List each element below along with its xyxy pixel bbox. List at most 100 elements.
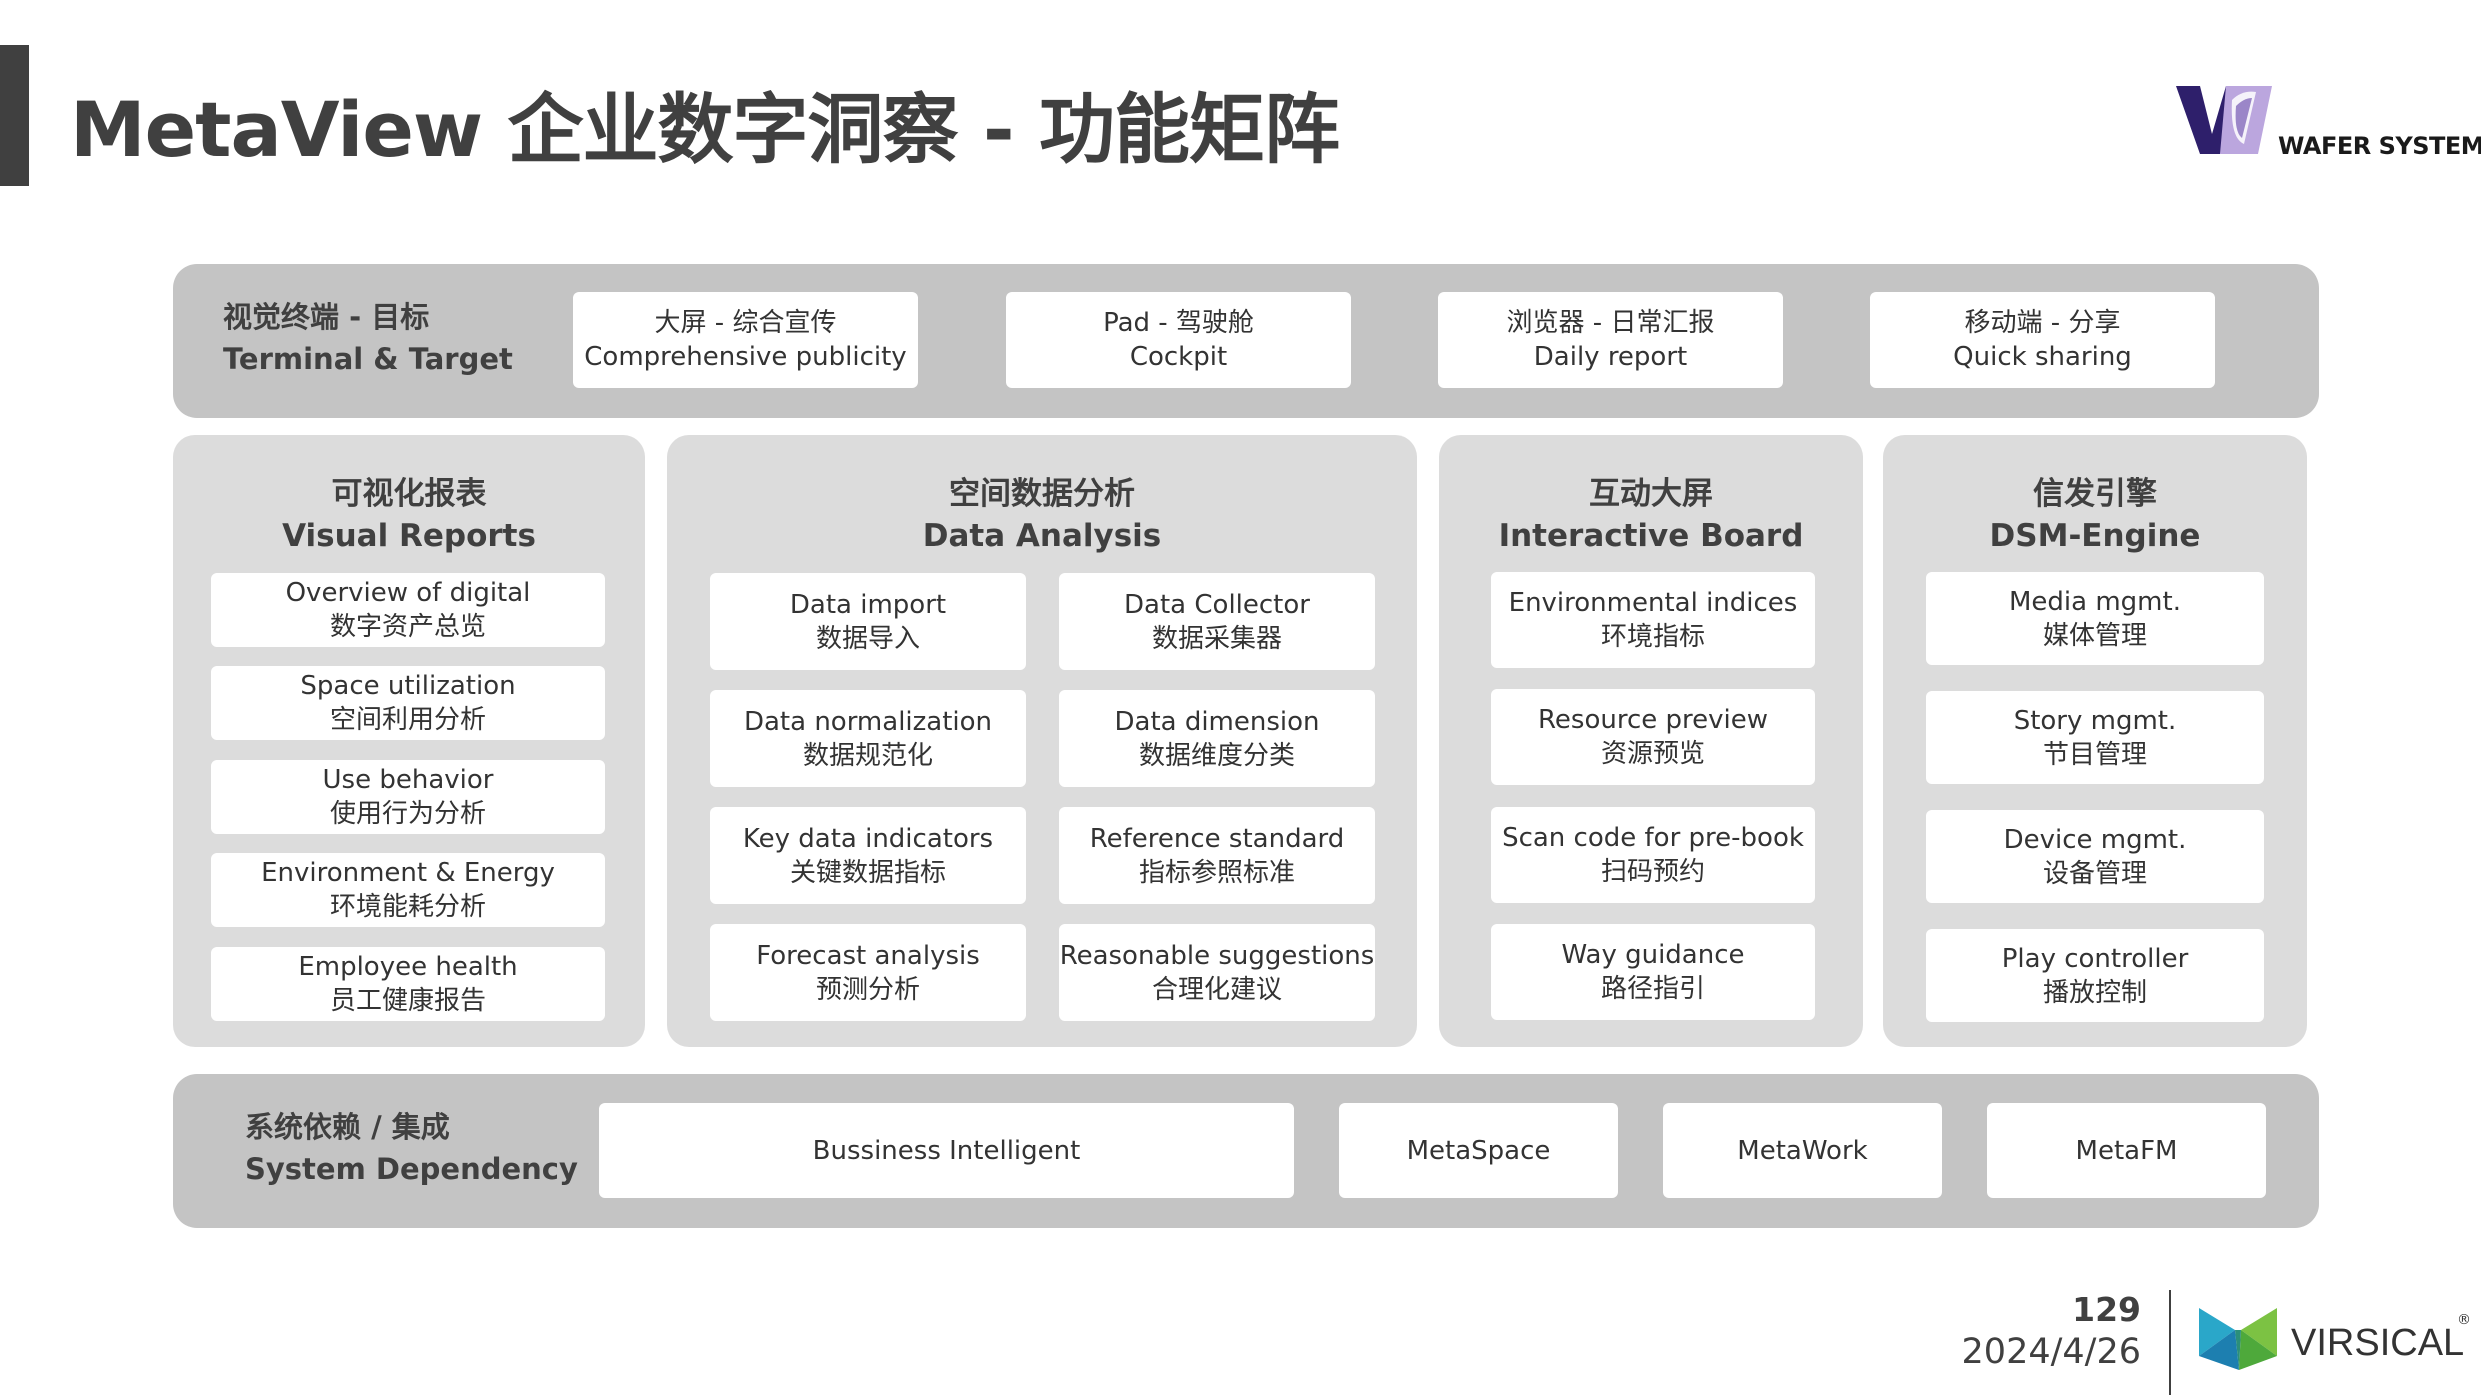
data-analysis-title: 空间数据分析 Data Analysis [667, 473, 1417, 557]
analysis-item-cn: 合理化建议 [1151, 974, 1282, 1005]
dsm-item: Device mgmt. 设备管理 [1926, 810, 2264, 903]
report-item-en: Overview of digital [285, 578, 531, 608]
board-item-en: Way guidance [1561, 940, 1745, 970]
terminal-item-en: Cockpit [1129, 342, 1228, 372]
terminal-item-cn: 浏览器 - 日常汇报 [1506, 308, 1715, 338]
terminal-label: 视觉终端 - 目标 Terminal & Target [223, 296, 513, 380]
report-item-en: Space utilization [300, 671, 516, 701]
report-item-en: Environment & Energy [261, 858, 555, 888]
dsm-item-cn: 设备管理 [2042, 858, 2147, 889]
visual-reports-title: 可视化报表 Visual Reports [173, 473, 645, 557]
board-item-cn: 扫码预约 [1600, 857, 1705, 887]
analysis-item-cn: 关键数据指标 [789, 857, 946, 888]
wafer-systems-logo: WAFER SYSTEMS [2172, 80, 2481, 170]
analysis-item: Data import 数据导入 [710, 573, 1026, 670]
analysis-item-en: Data normalization [743, 706, 993, 737]
analysis-item-en: Reference standard [1089, 823, 1345, 854]
dependency-item: MetaSpace [1339, 1103, 1618, 1198]
analysis-item-cn: 数据维度分类 [1138, 740, 1295, 771]
terminal-item-cn: 移动端 - 分享 [1964, 308, 2121, 338]
report-item-cn: 员工健康报告 [329, 986, 486, 1016]
report-item: Environment & Energy 环境能耗分析 [211, 853, 605, 927]
analysis-item-en: Data import [789, 589, 947, 620]
analysis-item-en: Key data indicators [742, 823, 994, 854]
report-item-cn: 环境能耗分析 [329, 892, 486, 922]
dependency-item-label: MetaWork [1737, 1135, 1868, 1166]
dependency-label-en: System Dependency [245, 1152, 578, 1186]
panel-title-cn: 信发引擎 [2033, 476, 2157, 512]
analysis-item: Data dimension 数据维度分类 [1059, 690, 1375, 787]
terminal-item-en: Daily report [1533, 342, 1688, 372]
analysis-item-cn: 预测分析 [815, 974, 920, 1005]
page-number: 129 [2072, 1290, 2141, 1329]
board-item: Scan code for pre-book 扫码预约 [1491, 807, 1815, 903]
board-item-en: Resource preview [1538, 705, 1768, 735]
dependency-item: MetaWork [1663, 1103, 1942, 1198]
report-item-en: Employee health [298, 952, 518, 982]
dsm-item: Play controller 播放控制 [1926, 929, 2264, 1022]
footer-date: 2024/4/26 [1961, 1332, 2141, 1372]
footer-divider [2169, 1290, 2171, 1395]
virsical-logo-text: VIRSICAL [2291, 1322, 2465, 1364]
analysis-item: Reasonable suggestions 合理化建议 [1059, 924, 1375, 1021]
analysis-item: Key data indicators 关键数据指标 [710, 807, 1026, 904]
dsm-item-en: Media mgmt. [2009, 586, 2181, 617]
virsical-logo: VIRSICAL ® [2195, 1300, 2475, 1380]
analysis-item: Forecast analysis 预测分析 [710, 924, 1026, 1021]
dsm-engine-panel: 信发引擎 DSM-Engine Media mgmt. 媒体管理 Story m… [1883, 435, 2307, 1047]
analysis-item-en: Reasonable suggestions [1059, 940, 1375, 971]
analysis-item: Data normalization 数据规范化 [710, 690, 1026, 787]
virsical-mark-icon [2199, 1308, 2277, 1370]
board-item-cn: 环境指标 [1600, 622, 1705, 652]
terminal-item-cn: 大屏 - 综合宣传 [654, 308, 837, 338]
dsm-item-en: Device mgmt. [2003, 824, 2187, 855]
terminal-item-cn: Pad - 驾驶舱 [1103, 308, 1254, 338]
analysis-item: Reference standard 指标参照标准 [1059, 807, 1375, 904]
panel-title-cn: 可视化报表 [331, 476, 487, 512]
panel-title-en: Visual Reports [282, 518, 536, 554]
panel-title-en: Data Analysis [922, 518, 1162, 554]
analysis-item-en: Forecast analysis [756, 940, 980, 971]
terminal-label-en: Terminal & Target [223, 342, 513, 376]
dependency-item: MetaFM [1987, 1103, 2266, 1198]
interactive-board-panel: 互动大屏 Interactive Board Environmental ind… [1439, 435, 1863, 1047]
dependency-item-label: MetaFM [2075, 1135, 2178, 1166]
dependency-item: Bussiness Intelligent [599, 1103, 1294, 1198]
title-accent-bar [0, 45, 29, 186]
panel-title-cn: 空间数据分析 [949, 476, 1135, 512]
wafer-mark-icon [2176, 86, 2272, 154]
registered-mark: ® [2457, 1312, 2471, 1328]
terminal-band: 视觉终端 - 目标 Terminal & Target 大屏 - 综合宣传 Co… [173, 264, 2319, 418]
panel-title-cn: 互动大屏 [1589, 476, 1713, 512]
dependency-label-cn: 系统依赖 / 集成 [245, 1110, 450, 1144]
wafer-logo-text: WAFER SYSTEMS [2278, 132, 2481, 160]
board-item: Environmental indices 环境指标 [1491, 572, 1815, 668]
report-item: Use behavior 使用行为分析 [211, 760, 605, 834]
report-item: Overview of digital 数字资产总览 [211, 573, 605, 647]
terminal-item-en: Quick sharing [1953, 342, 2132, 372]
analysis-item-en: Data Collector [1124, 589, 1310, 620]
analysis-item-cn: 数据导入 [815, 623, 920, 654]
report-item: Employee health 员工健康报告 [211, 947, 605, 1021]
terminal-label-cn: 视觉终端 - 目标 [223, 300, 430, 334]
report-item: Space utilization 空间利用分析 [211, 666, 605, 740]
board-item-cn: 路径指引 [1600, 974, 1705, 1004]
report-item-cn: 空间利用分析 [329, 705, 486, 735]
dsm-engine-title: 信发引擎 DSM-Engine [1883, 473, 2307, 557]
page-title: MetaView 企业数字洞察 - 功能矩阵 [70, 85, 1340, 174]
board-item-en: Scan code for pre-book [1502, 823, 1804, 853]
dsm-item-en: Play controller [2001, 943, 2189, 974]
dsm-item: Media mgmt. 媒体管理 [1926, 572, 2264, 665]
analysis-item: Data Collector 数据采集器 [1059, 573, 1375, 670]
analysis-item-cn: 数据采集器 [1151, 623, 1282, 654]
interactive-board-title: 互动大屏 Interactive Board [1439, 473, 1863, 557]
analysis-item-cn: 指标参照标准 [1138, 857, 1295, 888]
dsm-item-cn: 媒体管理 [2042, 620, 2147, 651]
board-item-en: Environmental indices [1508, 588, 1798, 618]
dependency-item-label: Bussiness Intelligent [812, 1135, 1081, 1166]
terminal-item-en: Comprehensive publicity [584, 342, 907, 372]
dsm-item-en: Story mgmt. [2013, 705, 2177, 736]
board-item: Way guidance 路径指引 [1491, 924, 1815, 1020]
visual-reports-panel: 可视化报表 Visual Reports Overview of digital… [173, 435, 645, 1047]
terminal-item-browser: 浏览器 - 日常汇报 Daily report [1438, 292, 1783, 388]
